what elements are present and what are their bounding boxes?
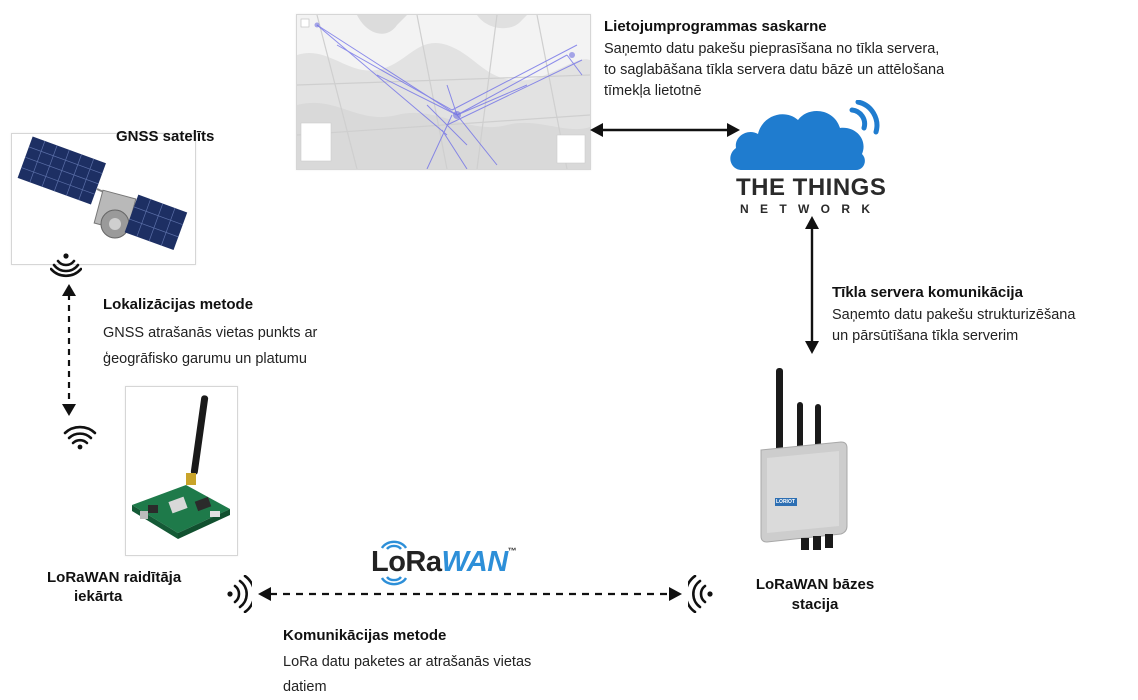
comm-desc-line: datiem (283, 679, 327, 695)
server-comm-description: Saņemto datu pakešu strukturizēšana un p… (832, 305, 1132, 347)
localization-arrow (62, 284, 76, 416)
base-station-radio-icon (688, 575, 714, 613)
transmitter-label: LoRaWAN raidītāja iekārta (47, 568, 181, 606)
localization-desc-line: ģeogrāfisko garumu un platumu (103, 351, 307, 367)
ttn-logo: THE THINGS N E T W O R K (728, 100, 890, 218)
ttn-logo-line1: THE THINGS (736, 174, 887, 201)
base-station-label-line: stacija (791, 596, 839, 613)
gateway-brand-label: LORIOT (776, 499, 795, 505)
base-station-image: LORIOT (755, 366, 850, 558)
ttn-logo-line2: N E T W O R K (740, 202, 874, 216)
lorawan-logo-lora: LoRa (371, 546, 442, 578)
map-image (297, 15, 590, 169)
transmitter-label-line: LoRaWAN raidītāja (47, 569, 182, 586)
app-api-title: Lietojumprogrammas saskarne (604, 18, 827, 35)
transmitter-radio-icon (226, 575, 252, 613)
lora-comm-arrow (258, 587, 682, 601)
app-api-description: Saņemto datu pakešu pieprasīšana no tīkl… (604, 39, 1034, 102)
server-comm-title: Tīkla servera komunikācija (832, 284, 1023, 301)
transmitter-wifi-icon (63, 424, 97, 450)
localization-title: Lokalizācijas metode (103, 296, 254, 313)
lorawan-logo-tm: ™ (507, 546, 517, 556)
comm-title: Komunikācijas metode (283, 627, 447, 644)
transmitter-image (125, 386, 238, 556)
gateway-icon (760, 368, 848, 550)
comm-description: LoRa datu paketes ar atrašanās vietas da… (283, 650, 531, 700)
satellite-label: GNSS satelīts (116, 128, 215, 145)
base-station-label-line: LoRaWAN bāzes (755, 576, 875, 593)
base-station-label: LoRaWAN bāzes stacija (745, 575, 885, 615)
server-comm-arrow (805, 216, 819, 354)
lorawan-wave-top-icon (380, 540, 408, 550)
localization-description: GNSS atrašanās vietas punkts ar ģeogrāfi… (103, 320, 317, 372)
satellite-image (11, 133, 196, 265)
localization-desc-line: GNSS atrašanās vietas punkts ar (103, 325, 318, 341)
lorawan-wave-bottom-icon (380, 576, 408, 586)
lorawan-logo-wan: WAN (441, 546, 509, 578)
lorawan-logo: LoRaWAN™ (371, 538, 521, 588)
comm-desc-line: LoRa datu paketes ar atrašanās vietas (283, 654, 532, 670)
server-comm-desc-line: Saņemto datu pakešu strukturizēšana (832, 307, 1076, 323)
transmitter-label-line: iekārta (74, 588, 123, 605)
lora-board-icon (132, 395, 230, 539)
app-api-desc-line: to saglabāšana tīkla servera datu bāzē u… (604, 62, 945, 78)
satellite-icon (17, 136, 188, 251)
map-screenshot (296, 14, 591, 170)
app-api-arrow (590, 123, 740, 137)
cloud-icon (730, 100, 880, 170)
server-comm-desc-line: un pārsūtīšana tīkla serverim (832, 328, 1019, 344)
app-api-desc-line: tīmekļa lietotnē (604, 83, 702, 99)
app-api-desc-line: Saņemto datu pakešu pieprasīšana no tīkl… (604, 41, 940, 57)
satellite-signal-icon (50, 252, 82, 278)
